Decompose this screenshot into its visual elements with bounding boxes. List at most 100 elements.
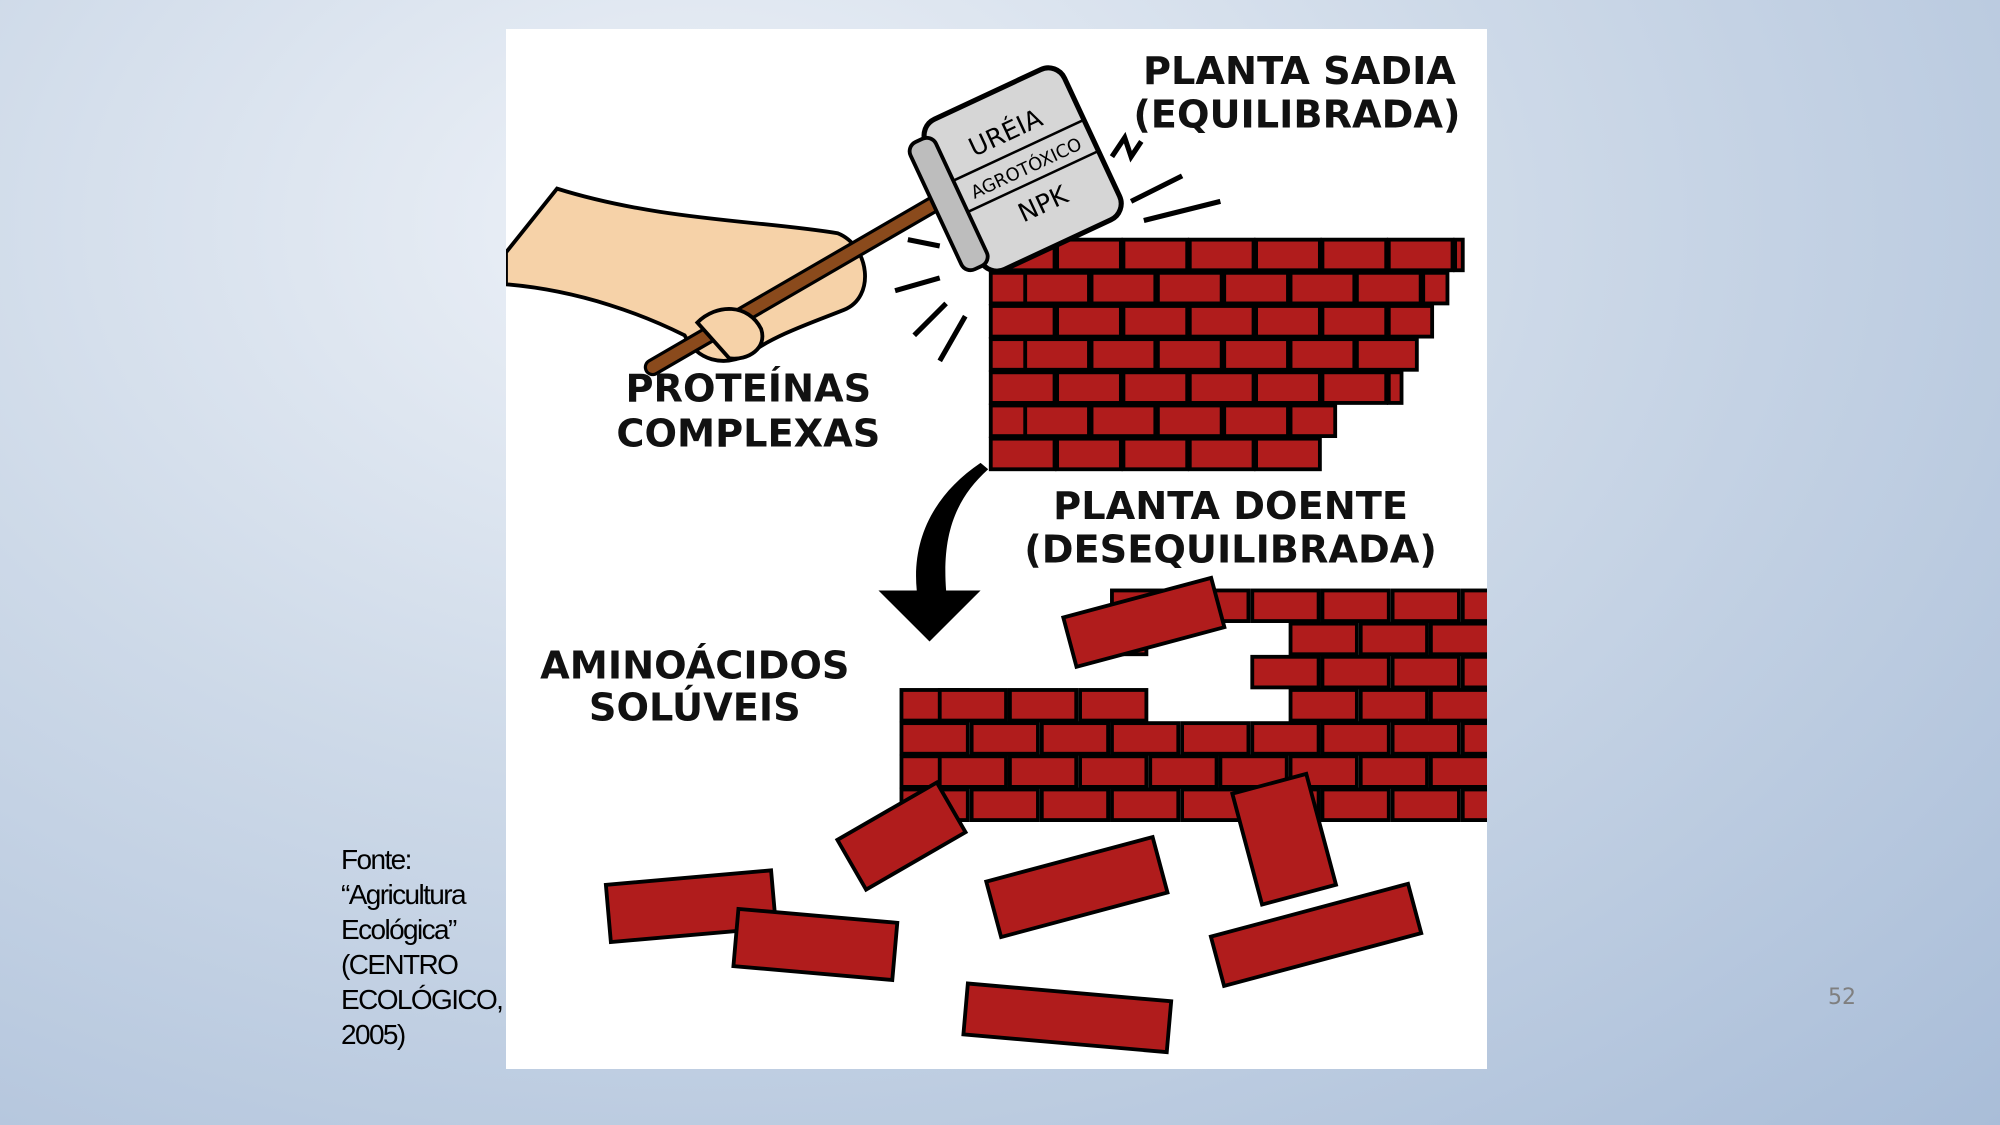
brick xyxy=(988,436,1057,472)
source-caption: Fonte: “Agricultura Ecológica” (CENTRO E… xyxy=(341,842,521,1052)
brick xyxy=(1055,304,1123,339)
brick xyxy=(1428,621,1487,657)
brick xyxy=(961,981,1174,1055)
brick xyxy=(1254,237,1322,273)
label-complex-proteins-sub: COMPLEXAS xyxy=(616,411,880,456)
arm xyxy=(506,186,867,363)
brick xyxy=(1254,370,1322,405)
hammer-head: URÉIA AGROTÓXICO NPK xyxy=(907,65,1124,274)
brick xyxy=(1358,688,1429,723)
brick xyxy=(1078,754,1149,789)
brick xyxy=(1390,787,1461,822)
slide-number: 52 xyxy=(1828,985,1856,1010)
brick xyxy=(1110,721,1181,756)
label-healthy-plant: PLANTA SADIA xyxy=(1143,49,1456,94)
brick xyxy=(1039,721,1111,756)
label-soluble-amino-acids: AMINOÁCIDOS xyxy=(540,641,849,688)
brick xyxy=(1208,881,1424,989)
caption-line: Fonte: xyxy=(341,844,412,875)
brick xyxy=(1288,621,1359,657)
brick xyxy=(1187,370,1256,405)
brick xyxy=(1288,403,1338,439)
brick xyxy=(834,779,969,893)
label-soluble-amino-acids-sub: SOLÚVEIS xyxy=(589,684,801,731)
brick xyxy=(1250,654,1321,690)
brick xyxy=(1390,588,1461,623)
brick xyxy=(1222,270,1290,306)
collapsed-brick-wall xyxy=(603,575,1487,1055)
hand-with-hammer: URÉIA AGROTÓXICO NPK xyxy=(506,65,1222,377)
brick xyxy=(1354,337,1419,372)
brick xyxy=(1222,337,1290,372)
brick xyxy=(1121,237,1190,273)
brick xyxy=(1421,270,1450,306)
brick xyxy=(1428,688,1487,723)
brick xyxy=(1039,787,1111,822)
brick xyxy=(937,754,1008,789)
brick xyxy=(1254,304,1322,339)
brick xyxy=(983,834,1170,940)
brick xyxy=(1320,304,1389,339)
fingers xyxy=(694,307,765,361)
brick xyxy=(1460,787,1487,822)
brick xyxy=(1187,304,1256,339)
brick xyxy=(1460,654,1487,690)
label-complex-proteins: PROTEÍNAS xyxy=(626,365,872,412)
brick xyxy=(1320,654,1391,690)
brick xyxy=(1121,304,1190,339)
brick xyxy=(1250,588,1321,623)
brick xyxy=(899,721,970,756)
brick xyxy=(731,906,900,983)
brick xyxy=(1187,436,1256,472)
brick xyxy=(1121,436,1190,472)
brick xyxy=(1007,754,1079,789)
brick xyxy=(1354,270,1423,306)
brick xyxy=(1428,754,1487,789)
brick xyxy=(603,868,779,945)
brick xyxy=(1155,403,1224,439)
brick xyxy=(1453,237,1465,273)
brick xyxy=(1320,721,1391,756)
brick xyxy=(1460,588,1487,623)
brick xyxy=(1089,270,1158,306)
impact-lines xyxy=(894,131,1222,363)
brick xyxy=(1254,436,1322,472)
brick xyxy=(969,721,1040,756)
caption-line: (CENTRO xyxy=(341,949,459,980)
brick xyxy=(1023,270,1091,306)
brick xyxy=(1386,237,1455,273)
brick xyxy=(1460,721,1487,756)
brick xyxy=(1288,337,1357,372)
brick xyxy=(1288,688,1359,723)
brick xyxy=(1148,754,1219,789)
brick xyxy=(937,688,1008,723)
brick xyxy=(1055,237,1123,273)
caption-line: Ecológica” xyxy=(341,914,457,945)
brick xyxy=(1320,588,1391,623)
brick xyxy=(1110,787,1181,822)
illustration-healthy-vs-sick-plant: URÉIA AGROTÓXICO NPK PLANTA SADIA (EQUIL… xyxy=(506,29,1487,1069)
brick xyxy=(1222,403,1290,439)
brick xyxy=(1121,370,1190,405)
healthy-brick-wall xyxy=(988,237,1465,472)
brick xyxy=(1229,771,1339,907)
brick xyxy=(1250,721,1321,756)
brick xyxy=(1089,337,1158,372)
label-sick-plant: PLANTA DOENTE xyxy=(1053,484,1408,529)
caption-line: “Agricultura xyxy=(341,879,467,910)
brick xyxy=(1320,370,1389,405)
brick xyxy=(1358,754,1429,789)
brick xyxy=(1187,237,1256,273)
label-sick-plant-sub: (DESEQUILIBRADA) xyxy=(1024,527,1437,572)
brick xyxy=(1180,721,1251,756)
brick xyxy=(1390,721,1461,756)
brick xyxy=(1155,337,1224,372)
brick xyxy=(1060,575,1227,670)
label-healthy-plant-sub: (EQUILIBRADA) xyxy=(1133,92,1460,137)
brick xyxy=(1089,403,1158,439)
brick xyxy=(1320,787,1391,822)
brick xyxy=(988,370,1057,405)
brick xyxy=(1007,688,1079,723)
down-arrow-icon xyxy=(878,462,989,642)
caption-line: 2005) xyxy=(341,1019,406,1050)
